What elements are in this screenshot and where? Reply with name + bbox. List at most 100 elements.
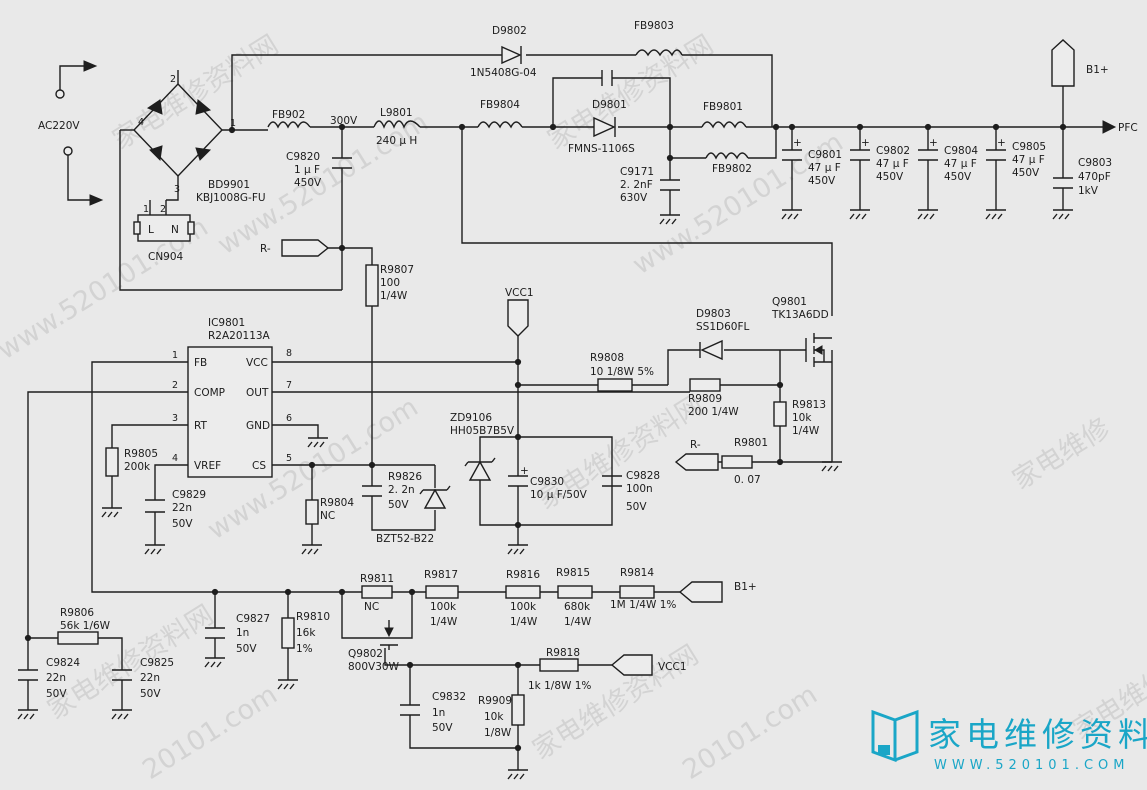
net-label: R- [690,439,701,451]
component-value: 200 1/4W [688,406,739,418]
ic-pin-name: VREF [194,460,221,472]
component-value: 50V [172,518,193,530]
capacitor-c9827: C9827 1n 50V [205,613,270,655]
component-ref: C9827 [236,613,270,625]
resistor-r9805: R9805 200k [105,447,158,477]
junction-dot [666,154,674,162]
vcc1-bottom-flag: VCC1 [610,654,687,676]
component-value: 50V [388,499,409,511]
component-value: 680k [564,601,591,613]
diode-d9801: D9801 FMNS-1106S [568,99,635,155]
component-ref: C9830 [530,476,564,488]
component-value: 1 μ F [294,164,320,176]
connector-cn904: 1 2 L N CN904 [133,200,195,263]
component-ref: R9816 [506,569,540,581]
component-ref: R9801 [734,437,768,449]
component-ref: BD9901 [208,179,250,191]
component-value: 100k [510,601,537,613]
component-value: 10k [792,412,812,424]
component-ref: C9829 [172,489,206,501]
junction-dot [772,123,780,131]
junction-dot [514,744,522,752]
capacitor-c9802: + C9802 47 μ F 450V [850,137,910,183]
pin-number: 1 [172,350,178,361]
component-value: 1% [296,643,313,655]
junction-dot [1059,123,1067,131]
capacitor-c9803: C9803 470pF 1kV [1053,157,1112,197]
component-value: 1n [236,627,249,639]
wiring [27,54,1105,770]
component-ref: D9803 [696,308,731,320]
component-ref: C9801 [808,149,842,161]
ground-icon [1052,209,1073,220]
component-ref: R9806 [60,607,94,619]
junction-dot [338,123,346,131]
net-label: PFC [1118,122,1138,134]
component-ref: R9826 [388,471,422,483]
resistor-r9807: R9807 100 1/4W [365,264,414,307]
resistor-r9806: R9806 56k 1/6W [57,607,111,645]
component-ref: C9825 [140,657,174,669]
component-value: 200k [124,461,151,473]
diode-icon [195,99,212,115]
capacitor-small-top [601,70,613,86]
ground-icon [659,214,680,225]
component-ref: Q9801 [772,296,807,308]
component-ref: C9820 [286,151,320,163]
ic-pin-name: FB [194,357,207,369]
arrow-icon [384,627,394,638]
component-value: 1k 1/8W 1% [528,680,591,692]
component-ref: R9804 [320,497,354,509]
component-ref: R9815 [556,567,590,579]
component-ref: FB9804 [480,99,520,111]
component-value: R2A20113A [208,330,271,342]
component-ref: R9813 [792,399,826,411]
inductor-fb9803: FB9803 [634,20,683,57]
component-value: SS1D60FL [696,321,749,333]
pin-number: 8 [286,348,292,359]
ground-icon [917,209,938,220]
junction-dot [924,123,932,131]
capacitor-c9830: + C9830 10 μ F/50V [508,437,588,525]
brand-logo-text: 家电维修资料网 [928,715,1147,754]
ground-icon [507,544,528,555]
junction-dot [338,244,346,252]
component-value: 450V [944,171,972,183]
arrow-icon [1102,120,1117,134]
junction-dot [776,381,784,389]
pin-number: 7 [286,380,292,391]
ground-icon [204,657,225,668]
ac-input: AC220V [38,60,104,206]
diode-icon [149,145,163,162]
ground-icon [307,437,328,448]
inductor-fb9802: FB9802 [705,152,752,175]
ground-icon [144,544,165,555]
pin-number: 2 [172,380,178,391]
diode-d9803: D9803 SS1D60FL [696,308,749,361]
resistor-r9816: R9816 100k 1/4W [505,569,541,628]
ground-icon [821,461,842,472]
component-value: 100k [430,601,457,613]
component-ref: FB902 [272,109,305,121]
resistor-r9809: R9809 200 1/4W [688,378,739,418]
capacitor-c9829: C9829 22n 50V [145,489,206,530]
junction-dot [514,358,522,366]
ic-pin-name: RT [194,420,208,432]
pin-number: 2 [160,204,166,215]
junction-dot [776,458,784,466]
grounds [17,209,1073,780]
component-value: TK13A6DD [771,309,829,321]
net-label: B1+ [734,581,757,593]
component-ref: L9801 [380,107,413,119]
component-value: 1/4W [564,616,592,628]
component-value: 2. 2n [388,484,415,496]
component-ref: C9802 [876,145,910,157]
diode-d9802: D9802 1N5408G-04 [470,25,537,79]
component-value: 10 μ F/50V [530,489,588,501]
component-ref: ZD9106 [450,412,492,424]
resistor-r9810: R9810 16k 1% [281,611,330,655]
resistor-r9817: R9817 100k 1/4W [424,569,459,628]
capacitor-c9825: C9825 22n 50V [112,657,174,700]
